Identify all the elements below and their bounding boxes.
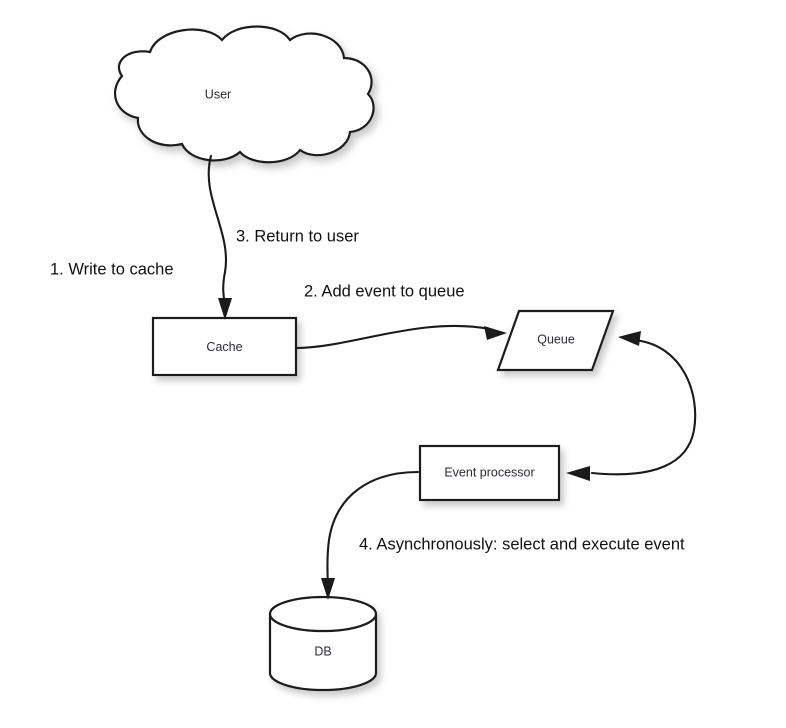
arrowhead-down-db	[321, 578, 335, 600]
arrowhead-left-queue	[618, 331, 641, 346]
edge-cache-to-queue	[294, 324, 507, 350]
step-label-4: 4. Asynchronously: select and execute ev…	[359, 535, 685, 553]
node-cache-label: Cache	[206, 340, 242, 354]
node-cache[interactable]: Cache	[151, 316, 298, 377]
node-db[interactable]: DB	[268, 595, 378, 692]
edge-processor-to-db	[321, 470, 420, 600]
arrowhead-right-queue	[484, 326, 507, 340]
node-db-label: DB	[314, 644, 331, 658]
step-label-1: 1. Write to cache	[50, 260, 174, 278]
edge-queue-to-processor	[566, 331, 697, 481]
step-label-3: 3. Return to user	[236, 227, 359, 245]
step-label-2: 2. Add event to queue	[304, 282, 465, 300]
arrowhead-left-processor	[566, 466, 590, 481]
node-user-label: User	[205, 87, 231, 101]
edge-user-to-cache	[207, 154, 232, 320]
node-user[interactable]: User	[113, 25, 375, 164]
node-queue[interactable]: Queue	[496, 309, 615, 372]
node-event-processor[interactable]: Event processor	[418, 444, 561, 502]
node-event-processor-label: Event processor	[444, 465, 534, 479]
arrowhead-down-cache	[218, 298, 232, 320]
node-queue-label: Queue	[537, 332, 575, 346]
